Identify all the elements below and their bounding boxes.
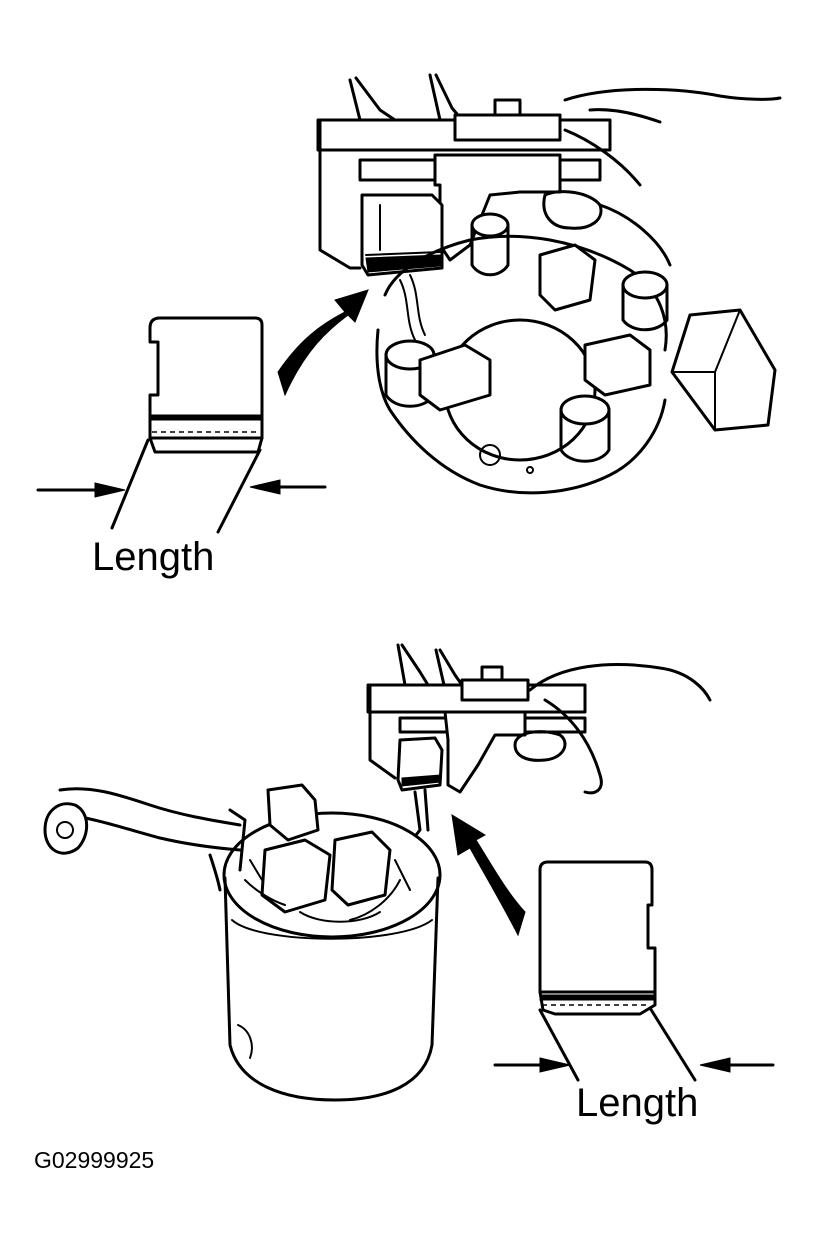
bottom-caliper	[366, 643, 587, 842]
bottom-hand	[513, 663, 712, 795]
top-length-label: Length	[92, 535, 214, 579]
top-length-indicator	[36, 438, 327, 534]
top-caliper	[316, 73, 612, 277]
bottom-panel: Length	[43, 643, 775, 1125]
bottom-brush-detail	[538, 860, 657, 1016]
bottom-curved-arrow	[451, 814, 526, 937]
bottom-length-label: Length	[576, 1081, 698, 1125]
top-brush-holder	[375, 212, 777, 495]
top-hand	[542, 87, 782, 267]
figure-id-label: G02999925	[34, 1147, 154, 1173]
top-brush-detail	[148, 316, 264, 454]
top-panel: Length	[36, 73, 782, 579]
bottom-starter-motor	[43, 783, 442, 1102]
top-curved-arrow	[277, 289, 369, 397]
bottom-length-indicator	[493, 1006, 775, 1082]
